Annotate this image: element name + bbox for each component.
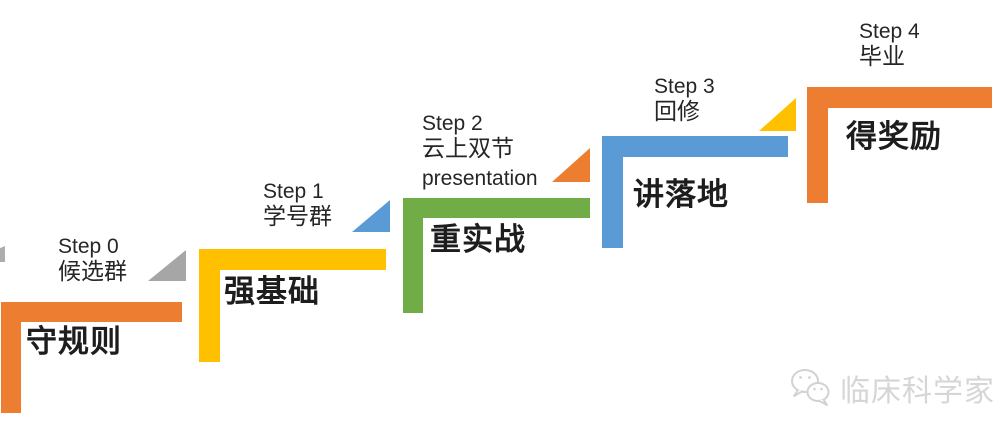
watermark-text: 临床科学家 <box>840 375 995 408</box>
step-1-label-block: Step 1 学号群 <box>263 179 332 229</box>
step-4-label-block: Step 4 毕业 <box>859 19 920 69</box>
step-3-ramp-triangle-icon <box>759 98 796 131</box>
step-4-title: Step 4 <box>859 20 920 43</box>
step-2-label-block: Step 2 云上双节 presentation <box>422 111 538 190</box>
step-0-subtitle: 候选群 <box>58 258 127 284</box>
wechat-icon <box>791 369 830 406</box>
step-2-extra-label: presentation <box>422 167 538 190</box>
watermark: 临床科学家 <box>786 364 995 412</box>
step-3-bracket <box>602 136 788 248</box>
step-1-subtitle: 学号群 <box>263 203 332 229</box>
step-3-subtitle: 回修 <box>654 98 700 124</box>
step-2-title: Step 2 <box>422 112 483 135</box>
clipped-triangle-fragment <box>0 246 5 262</box>
step-1-title: Step 1 <box>263 180 324 203</box>
step-2-action-label: 重实战 <box>430 222 526 257</box>
step-4-action-label: 得奖励 <box>846 119 942 154</box>
step-2-ramp-triangle-icon <box>552 148 590 182</box>
step-2-bracket <box>403 198 590 313</box>
step-3-action-label: 讲落地 <box>633 177 729 212</box>
step-3-title: Step 3 <box>654 75 715 98</box>
step-4-bracket <box>807 87 992 203</box>
step-1-bracket <box>199 249 386 362</box>
step-1-action-label: 强基础 <box>224 274 320 309</box>
step-0-ramp-triangle-icon <box>148 250 186 281</box>
step-0-action-label: 守规则 <box>26 324 122 359</box>
step-0-bracket <box>1 302 182 413</box>
step-0-title: Step 0 <box>58 235 119 258</box>
step-1-ramp-triangle-icon <box>352 200 390 232</box>
step-4-subtitle: 毕业 <box>859 43 905 69</box>
step-3-label-block: Step 3 回修 <box>654 74 715 124</box>
step-0-label-block: Step 0 候选群 <box>58 234 127 284</box>
step-2-subtitle: 云上双节 <box>422 135 514 161</box>
